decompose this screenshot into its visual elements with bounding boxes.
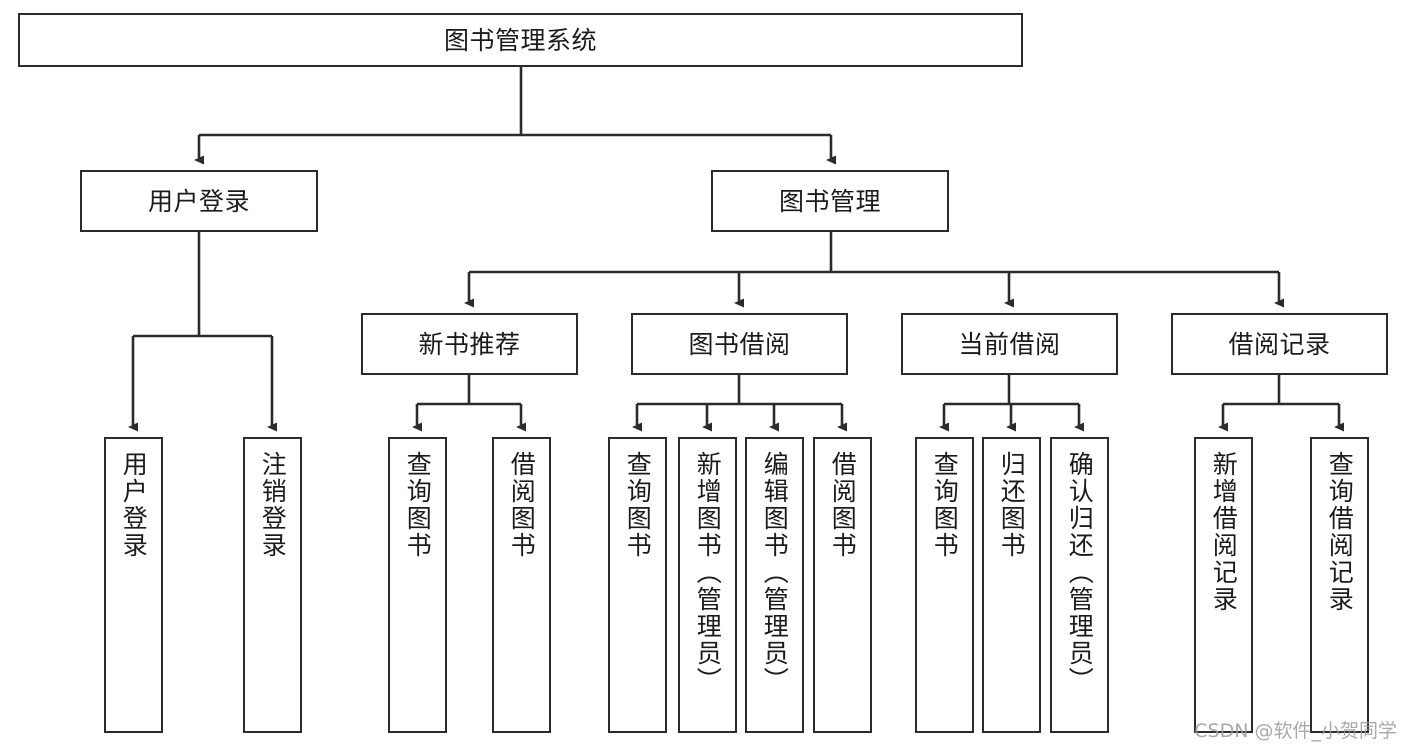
leaf-new-book-borrow-label: 借阅图书 bbox=[507, 451, 537, 559]
leaf-user-login-login[interactable]: 用户登录 bbox=[104, 437, 163, 733]
node-book-management[interactable]: 图书管理 bbox=[711, 170, 949, 232]
node-borrow-records[interactable]: 借阅记录 bbox=[1171, 313, 1388, 375]
leaf-user-login-logout-label: 注销登录 bbox=[258, 451, 288, 559]
leaf-current-borrow-return-label: 归还图书 bbox=[997, 451, 1027, 559]
leaf-book-borrow-borrow[interactable]: 借阅图书 bbox=[813, 437, 872, 733]
leaf-new-book-query-label: 查询图书 bbox=[403, 451, 433, 559]
leaf-user-login-logout[interactable]: 注销登录 bbox=[243, 437, 302, 733]
node-user-login[interactable]: 用户登录 bbox=[80, 170, 318, 232]
node-book-management-label: 图书管理 bbox=[778, 186, 881, 216]
node-root-label: 图书管理系统 bbox=[443, 25, 597, 55]
leaf-current-borrow-query-label: 查询图书 bbox=[930, 451, 960, 559]
leaf-borrow-records-add-label: 新增借阅记录 bbox=[1209, 451, 1239, 613]
leaf-book-borrow-borrow-label: 借阅图书 bbox=[828, 451, 858, 559]
node-new-book-recommend[interactable]: 新书推荐 bbox=[361, 313, 578, 375]
leaf-book-borrow-edit-label: 编辑图书（管理员） bbox=[760, 451, 790, 694]
node-borrow-records-label: 借阅记录 bbox=[1228, 329, 1331, 359]
leaf-current-borrow-confirm[interactable]: 确认归还（管理员） bbox=[1050, 437, 1109, 733]
leaf-book-borrow-query[interactable]: 查询图书 bbox=[608, 437, 667, 733]
leaf-current-borrow-return[interactable]: 归还图书 bbox=[982, 437, 1041, 733]
node-current-borrow[interactable]: 当前借阅 bbox=[901, 313, 1118, 375]
leaf-user-login-login-label: 用户登录 bbox=[119, 451, 149, 559]
leaf-borrow-records-add[interactable]: 新增借阅记录 bbox=[1194, 437, 1253, 733]
csdn-watermark: CSDN @软件_小贺同学 bbox=[1194, 720, 1397, 742]
leaf-book-borrow-add[interactable]: 新增图书（管理员） bbox=[678, 437, 737, 733]
leaf-book-borrow-edit[interactable]: 编辑图书（管理员） bbox=[745, 437, 804, 733]
leaf-new-book-query[interactable]: 查询图书 bbox=[388, 437, 447, 733]
leaf-book-borrow-add-label: 新增图书（管理员） bbox=[693, 451, 723, 694]
node-user-login-label: 用户登录 bbox=[147, 186, 250, 216]
node-book-borrow-label: 图书借阅 bbox=[688, 329, 791, 359]
leaf-book-borrow-query-label: 查询图书 bbox=[623, 451, 653, 559]
node-root[interactable]: 图书管理系统 bbox=[18, 13, 1023, 67]
node-new-book-recommend-label: 新书推荐 bbox=[418, 329, 521, 359]
leaf-current-borrow-query[interactable]: 查询图书 bbox=[915, 437, 974, 733]
node-current-borrow-label: 当前借阅 bbox=[958, 329, 1061, 359]
leaf-borrow-records-query[interactable]: 查询借阅记录 bbox=[1310, 437, 1369, 733]
leaf-current-borrow-confirm-label: 确认归还（管理员） bbox=[1065, 451, 1095, 694]
leaf-borrow-records-query-label: 查询借阅记录 bbox=[1325, 451, 1355, 613]
node-book-borrow[interactable]: 图书借阅 bbox=[631, 313, 848, 375]
leaf-new-book-borrow[interactable]: 借阅图书 bbox=[492, 437, 551, 733]
